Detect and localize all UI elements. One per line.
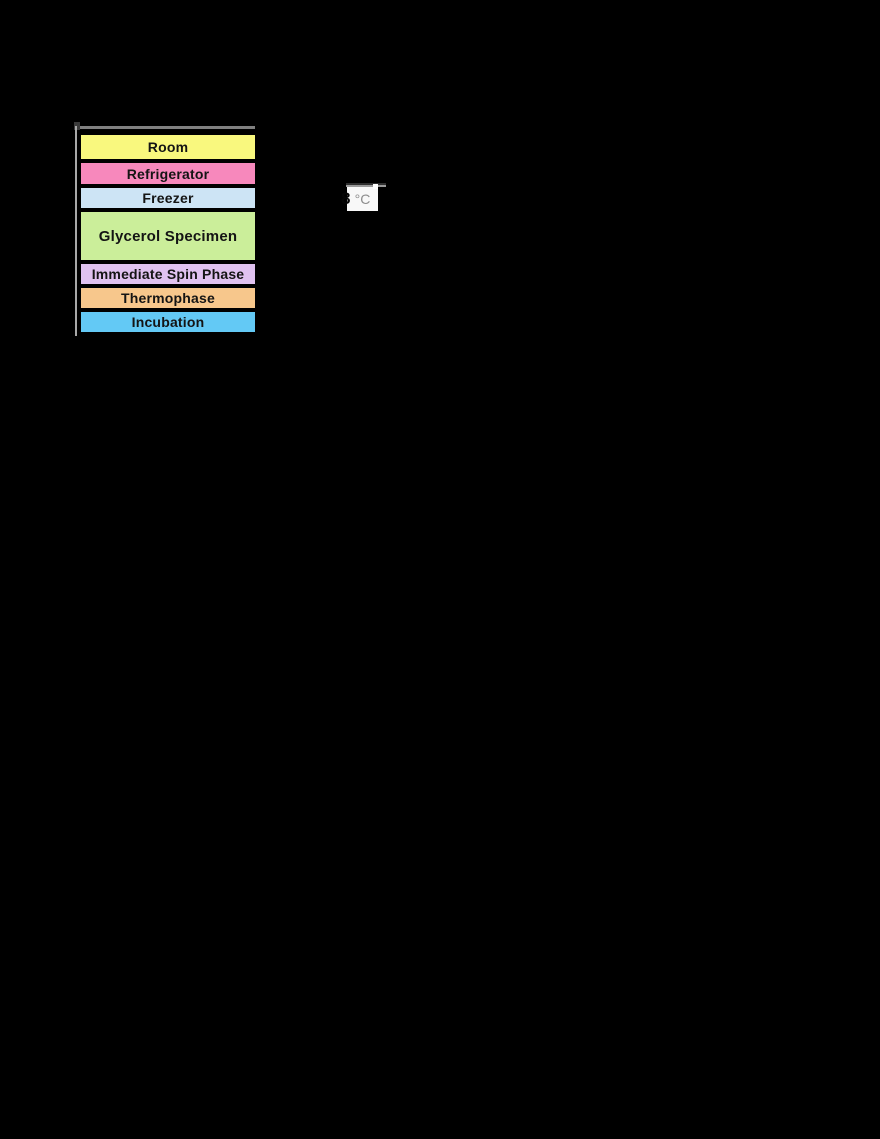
legend-row-immediate-spin-phase: Immediate Spin Phase: [81, 264, 255, 284]
legend-row-room: Room: [81, 135, 255, 159]
legend-row-label: Incubation: [131, 314, 205, 330]
legend-rows: Room Refrigerator Freezer Glycerol Speci…: [74, 126, 255, 336]
legend-row-incubation: Incubation: [81, 312, 255, 332]
temperature-partial-digit: 8: [341, 189, 351, 208]
legend-row-freezer: Freezer: [81, 188, 255, 208]
legend-row-thermophase: Thermophase: [81, 288, 255, 308]
legend-row-label: Room: [147, 139, 189, 155]
storage-condition-legend-table: Room Refrigerator Freezer Glycerol Speci…: [74, 122, 255, 336]
legend-row-refrigerator: Refrigerator: [81, 163, 255, 184]
legend-row-label: Immediate Spin Phase: [91, 266, 245, 282]
table-corner-notch: [74, 122, 80, 130]
temperature-value-box: °C: [347, 187, 378, 211]
legend-row-label: Thermophase: [121, 290, 215, 306]
temperature-label-corner-notch: [373, 184, 378, 189]
legend-row-label: Refrigerator: [126, 165, 210, 182]
table-top-edge: [74, 126, 255, 129]
legend-row-glycerol-specimen: Glycerol Specimen: [81, 212, 255, 260]
temperature-unit: °C: [354, 191, 371, 207]
temperature-label: °C 8: [341, 183, 387, 213]
temperature-label-top-edge: [346, 183, 386, 187]
legend-row-label: Freezer: [142, 190, 194, 206]
legend-row-label: Glycerol Specimen: [98, 227, 238, 245]
